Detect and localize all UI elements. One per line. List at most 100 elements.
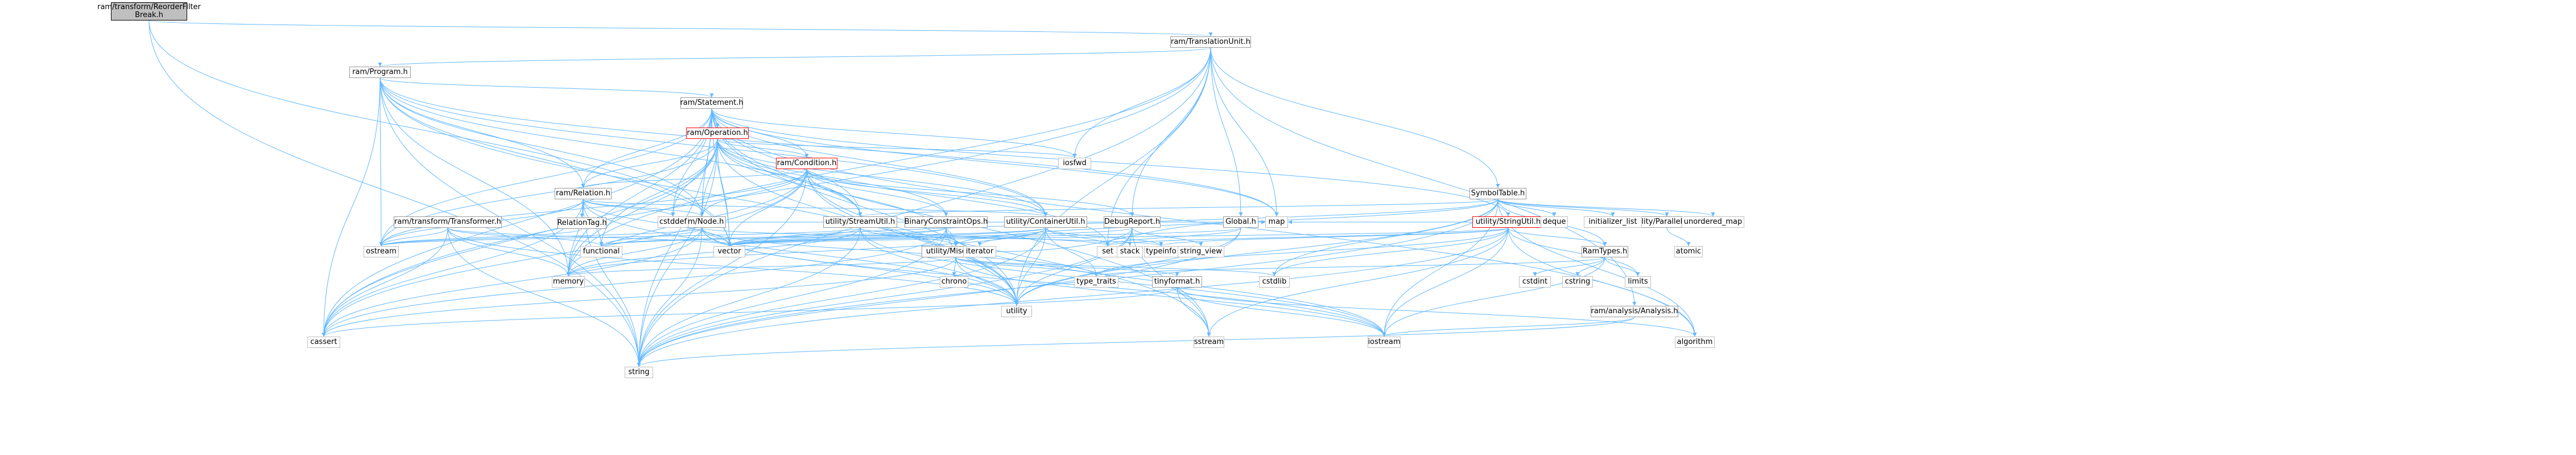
edge-operation-to-functional [599,138,718,247]
edge-symboltable-to-string [637,199,1498,367]
edge-condition-to-containerutil [806,169,1048,217]
edge-stringutil-to-typeinfo [1159,227,1509,247]
edge-program-to-relation [379,77,585,188]
node-ram-node-h[interactable]: ram/Node.h [678,216,726,228]
edge-transinit-to-set [1105,47,1211,247]
edge-statement-to-cstddef [671,108,712,217]
edge-miscutil-to-iostream [955,257,1386,337]
node-limits: limits [1625,276,1651,288]
edge-relation-to-node [583,199,704,217]
edge-transformer-to-utility [447,227,1019,306]
edge-stringutil-to-limits [1508,227,1640,277]
edge-program-to-streamutil [379,77,862,217]
node-chrono: chrono [940,276,968,288]
edge-debugreport-to-vector [727,227,1133,247]
edge-binconst-to-cassert [321,227,947,337]
edge-condition-to-sstream [806,169,1211,337]
edge-node-to-string [637,227,703,367]
edge-program-to-ostream [379,77,383,247]
edge-node-to-ostream [379,227,703,247]
node-utility-containerutil-h[interactable]: utility/ContainerUtil.h [1004,216,1087,228]
node-binaryconstraintops-h[interactable]: BinaryConstraintOps.h [905,216,988,228]
edge-containerutil-to-utility [1014,227,1046,306]
edge-miscutil-to-cassert [321,257,956,337]
node-deque: deque [1541,216,1568,228]
edge-program-to-map [379,77,1279,217]
edge-transinit-to-cassert [321,47,1211,337]
node-tinyformat-h[interactable]: tinyformat.h [1152,276,1202,288]
node-utility: utility [1001,306,1032,317]
edge-program-to-containerutil [379,77,1048,217]
node-global-h[interactable]: Global.h [1223,216,1258,228]
node-ram-analysis-analysis-h[interactable]: ram/analysis/Analysis.h [1591,306,1678,317]
edge-ramtypes-to-iostream [1382,257,1605,337]
edge-node-to-cassert [321,227,703,337]
node-ram-statement-h[interactable]: ram/Statement.h [680,97,744,109]
edge-program-to-utility [379,77,1019,306]
node-ram-operation-h[interactable]: ram/Operation.h [686,128,749,139]
edge-stringutil-to-iostream [1382,227,1509,337]
edge-condition-to-cassert [321,169,807,337]
node-ram-program-h[interactable]: ram/Program.h [349,67,411,78]
node-utility-stringutil-h[interactable]: utility/StringUtil.h [1472,216,1544,228]
edge-stringutil-to-algorithm [1508,227,1697,337]
edge-root-to-string [148,20,641,367]
edge-stringutil-to-vector [728,227,1509,247]
node-initializer-list: initializer_list [1584,216,1642,228]
node-iosfwd: iosfwd [1058,158,1091,169]
edge-relation-to-containerutil [583,199,1048,217]
edge-operation-to-miscutil [717,138,958,247]
node-ram-condition-h[interactable]: ram/Condition.h [776,158,837,169]
edge-streamutil-to-ostream [379,227,861,247]
edge-symboltable-to-initializer_list [1497,199,1615,217]
node-debugreport-h[interactable]: DebugReport.h [1104,216,1161,228]
node-utility-streamutil-h[interactable]: utility/StreamUtil.h [823,216,897,228]
node-vector: vector [713,246,745,257]
edge-binconst-to-string [637,227,947,367]
edge-ramtypes-to-limits [1604,257,1640,277]
edge-symboltable-to-streamutil [858,199,1498,217]
edge-stringutil-to-ramtypes [1508,227,1607,247]
edge-streamutil-to-vector [727,227,861,247]
edge-program-to-string [379,77,641,367]
edge-global-to-utility [1014,227,1241,306]
edge-symboltable-to-parallelutil [1497,199,1669,217]
node-ram-transform-reorderfilter-break-h: ram/transform/ReorderFilter Break.h [97,2,201,21]
edge-transformer-to-functional [447,227,604,247]
node-string: string [625,367,653,378]
edge-operation-to-iosfwd [717,138,1077,158]
edge-statement-to-memory [566,108,712,277]
edge-transinit-to-map [1210,47,1279,217]
edge-transformer-to-cassert [321,227,448,337]
node-ramtypes-h[interactable]: RamTypes.h [1582,246,1628,257]
edge-operation-to-condition [717,138,809,158]
node-ram-relation-h[interactable]: ram/Relation.h [555,188,612,199]
edge-parallelutil-to-atomic [1666,227,1691,247]
edge-containerutil-to-functional [599,227,1046,247]
node-ram-transform-transformer-h[interactable]: ram/transform/Transformer.h [394,216,502,228]
edge-operation-to-string [637,138,718,367]
edge-condition-to-ostream [379,169,807,247]
edge-operation-to-relation [581,138,718,188]
edge-stringutil-to-sstream [1207,227,1509,337]
node-cstddef: cstddef [658,216,688,228]
edge-streamutil-to-iostream [860,227,1386,337]
edge-statement-to-iosfwd [711,108,1077,158]
edge-stringutil-to-set [1105,227,1509,247]
edge-relation-to-cstddef [583,199,675,217]
edge-program-to-cassert [321,77,381,337]
edge-ramtypes-to-type_traits [1094,257,1605,277]
edge-stringutil-to-string [637,227,1509,367]
node-symboltable-h[interactable]: SymbolTable.h [1469,188,1526,199]
edge-transformer-to-ostream [379,227,448,247]
edge-operation-to-set [717,138,1110,247]
edge-transinit-to-iosfwd [1072,47,1211,158]
node-ram-translationunit-h[interactable]: ram/TranslationUnit.h [1170,36,1251,48]
node-set: set [1097,246,1118,257]
edge-relation-to-vector [583,199,732,247]
edge-condition-to-relation [581,169,807,188]
edge-statement-to-stringutil [711,108,1510,217]
edge-transinit-to-utility [1014,47,1211,306]
node-relationtag-h[interactable]: RelationTag.h [557,218,607,229]
